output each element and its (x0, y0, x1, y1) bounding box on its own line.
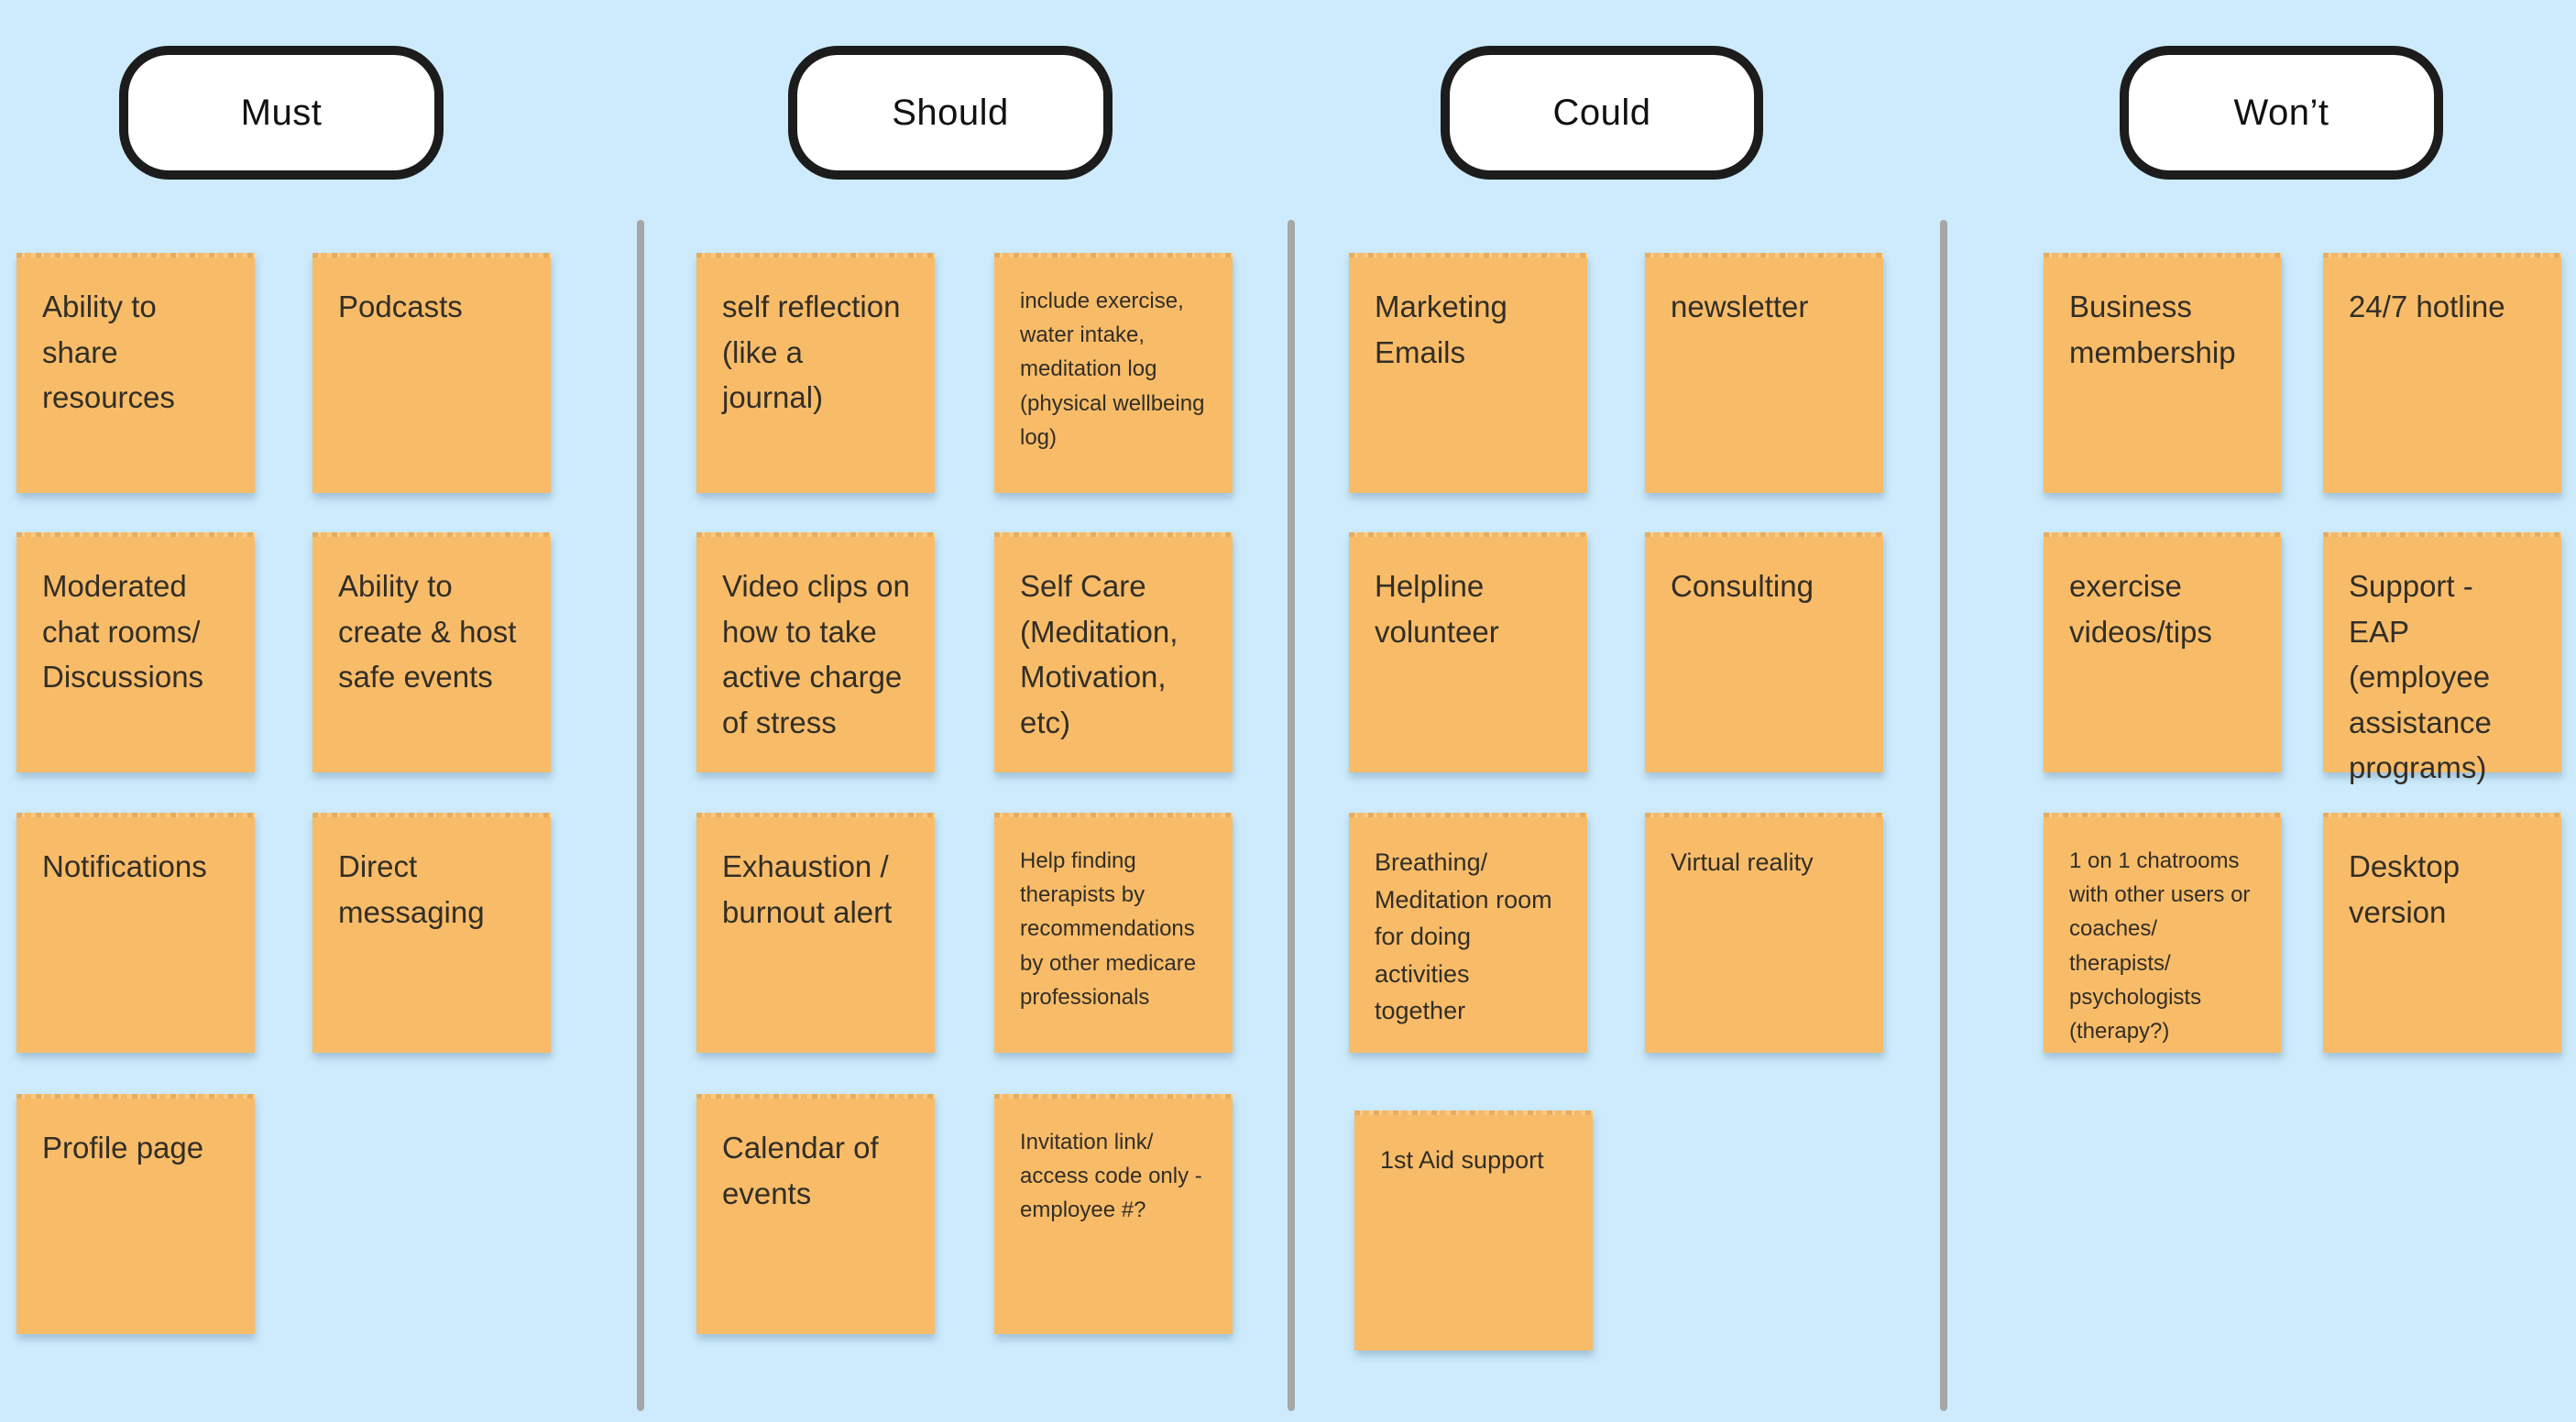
column-header-wont[interactable]: Won’t (2120, 46, 2443, 180)
sticky-note-text: include exercise, water intake, meditati… (1020, 289, 1205, 450)
column-header-label: Must (240, 92, 323, 133)
sticky-note-text: Helpline volunteer (1375, 569, 1499, 649)
sticky-note[interactable]: newsletter (1645, 253, 1883, 493)
column-divider[interactable] (637, 220, 644, 1411)
sticky-note-text: Marketing Emails (1375, 290, 1507, 369)
sticky-note[interactable]: Consulting (1645, 532, 1883, 772)
sticky-note-text: Business membership (2069, 290, 2236, 369)
sticky-note[interactable]: Exhaustion / burnout alert (696, 813, 935, 1053)
sticky-note-text: Support - EAP (employee assistance progr… (2349, 569, 2492, 784)
column-header-label: Could (1552, 92, 1651, 133)
sticky-note-text: Calendar of events (722, 1131, 879, 1210)
sticky-note-text: 1st Aid support (1380, 1146, 1544, 1174)
sticky-note[interactable]: Video clips on how to take active charge… (696, 532, 935, 772)
sticky-note-text: Profile page (42, 1131, 204, 1165)
sticky-note-text: Desktop version (2349, 849, 2461, 929)
sticky-note-text: 1 on 1 chatrooms with other users or coa… (2069, 848, 2251, 1044)
sticky-note-text: Notifications (42, 849, 207, 883)
sticky-note-text: Help finding therapists by recommendatio… (1020, 848, 1197, 1010)
sticky-note[interactable]: Ability to create & host safe events (312, 532, 551, 772)
sticky-note[interactable]: Help finding therapists by recommendatio… (994, 813, 1233, 1053)
sticky-note-text: Self Care (Meditation, Motivation, etc) (1020, 569, 1178, 739)
sticky-note[interactable]: Invitation link/ access code only - empl… (994, 1094, 1233, 1334)
sticky-note-text: Invitation link/ access code only - empl… (1020, 1130, 1202, 1223)
sticky-note[interactable]: Breathing/ Meditation room for doing act… (1349, 813, 1587, 1053)
sticky-note-text: 24/7 hotline (2349, 290, 2505, 323)
sticky-note[interactable]: Business membership (2044, 253, 2282, 493)
sticky-note[interactable]: 1st Aid support (1354, 1110, 1593, 1351)
sticky-note[interactable]: Calendar of events (696, 1094, 935, 1334)
sticky-note[interactable]: Ability to share resources (16, 253, 255, 493)
sticky-note[interactable]: Profile page (16, 1094, 255, 1334)
sticky-note[interactable]: Support - EAP (employee assistance progr… (2323, 532, 2561, 784)
sticky-note-text: Breathing/ Meditation room for doing act… (1375, 848, 1552, 1024)
column-header-label: Won’t (2233, 92, 2329, 133)
column-header-could[interactable]: Could (1441, 46, 1763, 180)
column-header-label: Should (892, 92, 1009, 133)
sticky-note[interactable]: exercise videos/tips (2044, 532, 2282, 772)
column-divider[interactable] (1940, 220, 1947, 1411)
sticky-note[interactable]: self reflection (like a journal) (696, 253, 935, 493)
sticky-note[interactable]: Virtual reality (1645, 813, 1883, 1053)
sticky-note[interactable]: Podcasts (312, 253, 551, 493)
sticky-note-text: Consulting (1671, 569, 1814, 603)
column-divider[interactable] (1288, 220, 1295, 1411)
sticky-note-text: self reflection (like a journal) (722, 290, 901, 414)
sticky-note-text: Ability to create & host safe events (338, 569, 517, 694)
sticky-note-text: newsletter (1671, 290, 1809, 323)
sticky-note[interactable]: include exercise, water intake, meditati… (994, 253, 1233, 493)
column-header-should[interactable]: Should (788, 46, 1113, 180)
sticky-note[interactable]: Desktop version (2323, 813, 2561, 1053)
sticky-note-text: Video clips on how to take active charge… (722, 569, 910, 739)
column-header-must[interactable]: Must (119, 46, 444, 180)
sticky-note[interactable]: Moderated chat rooms/ Discussions (16, 532, 255, 772)
sticky-note-text: Ability to share resources (42, 290, 175, 414)
sticky-note-text: Moderated chat rooms/ Discussions (42, 569, 204, 694)
sticky-note[interactable]: Marketing Emails (1349, 253, 1587, 493)
sticky-note[interactable]: Notifications (16, 813, 255, 1053)
sticky-note-text: Podcasts (338, 290, 463, 323)
sticky-note[interactable]: 1 on 1 chatrooms with other users or coa… (2044, 813, 2282, 1053)
sticky-note-text: Exhaustion / burnout alert (722, 849, 893, 929)
sticky-note[interactable]: 24/7 hotline (2323, 253, 2561, 493)
sticky-note-text: Virtual reality (1671, 848, 1814, 876)
sticky-note[interactable]: Self Care (Meditation, Motivation, etc) (994, 532, 1233, 772)
sticky-note-text: Direct messaging (338, 849, 485, 929)
sticky-note-text: exercise videos/tips (2069, 569, 2212, 649)
sticky-note[interactable]: Direct messaging (312, 813, 551, 1053)
sticky-note[interactable]: Helpline volunteer (1349, 532, 1587, 772)
